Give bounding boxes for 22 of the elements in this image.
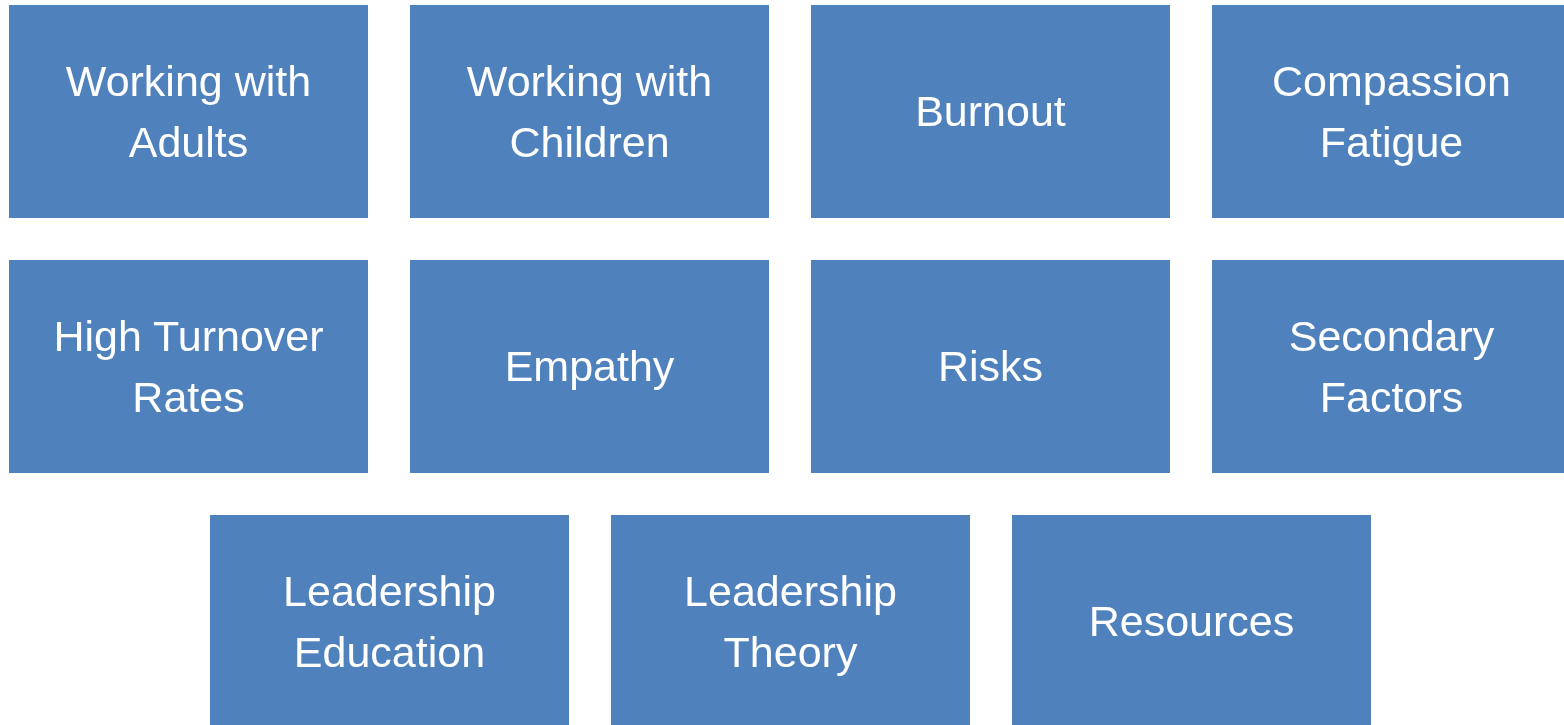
topic-box — [811, 5, 1170, 218]
topic-box — [1212, 5, 1564, 218]
topic-label: Compassion Fatigue — [1271, 55, 1512, 168]
topic-label: Working with Children — [465, 55, 714, 168]
topic-box — [9, 5, 368, 218]
topic-label: Leadership Education — [282, 565, 497, 678]
topic-label: Risks — [937, 341, 1044, 392]
topic-box — [210, 515, 569, 725]
topic-label: Working with Adults — [64, 55, 313, 168]
topic-label: Resources — [1088, 596, 1295, 647]
topic-box — [1212, 260, 1564, 473]
topic-label: Secondary Factors — [1287, 310, 1496, 423]
topic-label: Burnout — [915, 86, 1066, 137]
topic-box — [410, 260, 769, 473]
topic-label: High Turnover Rates — [52, 310, 325, 423]
topic-box — [811, 260, 1170, 473]
topic-box — [410, 5, 769, 218]
topic-box — [9, 260, 368, 473]
topic-box — [1012, 515, 1371, 725]
topic-box — [611, 515, 970, 725]
topic-label: Empathy — [504, 341, 675, 392]
topic-label: Leadership Theory — [683, 565, 898, 678]
